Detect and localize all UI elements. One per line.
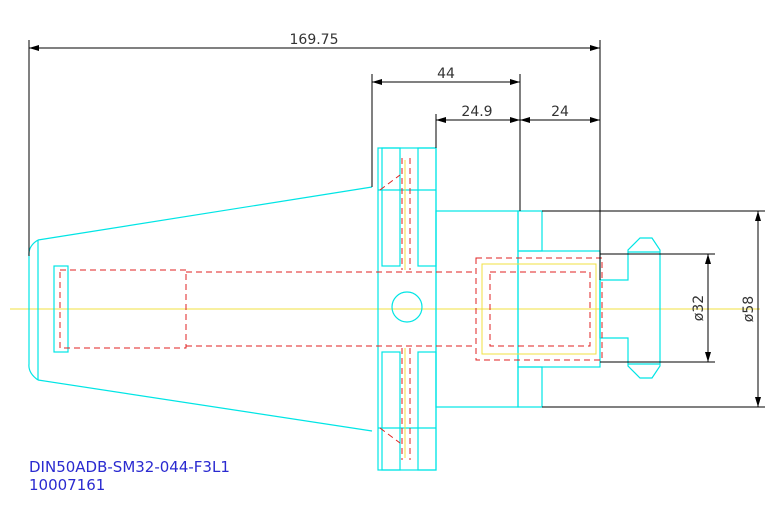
construction-lines: [404, 160, 597, 458]
hidden-lines: [59, 158, 603, 460]
dimension-lines: [28, 40, 765, 408]
dim-bore-diameter: ø32: [691, 295, 707, 321]
dim-nose-length: 24: [551, 104, 569, 120]
part-number: DIN50ADB-SM32-044-F3L1: [29, 458, 230, 476]
dimension-arrows: [29, 45, 761, 407]
dim-overall-length: 169.75: [290, 32, 339, 48]
holder-outline: [28, 147, 661, 471]
dim-body-diameter: ø58: [741, 296, 757, 322]
dim-body-length: 24.9: [461, 104, 492, 120]
item-code: 10007161: [29, 476, 105, 494]
dim-flange-length: 44: [437, 66, 455, 82]
